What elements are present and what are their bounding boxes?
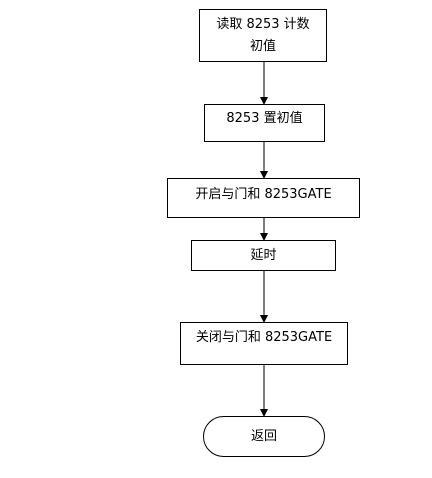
step-open-gate-box: 开启与门和 8253GATE: [167, 178, 360, 218]
step-close-gate-label: 关闭与门和 8253GATE: [195, 329, 333, 345]
step-close-gate-box: 关闭与门和 8253GATE: [180, 322, 348, 365]
step-open-gate-label: 开启与门和 8253GATE: [195, 187, 332, 202]
terminator-return: 返回: [203, 416, 325, 457]
step-delay-box: 延时: [191, 240, 336, 271]
step-read-count-box: 读取 8253 计数初值: [199, 9, 327, 62]
terminator-return-label: 返回: [250, 428, 277, 444]
step-delay-label: 延时: [250, 247, 277, 263]
step-set-initial-box: 8253 置初值: [204, 104, 325, 142]
step-read-count-label: 读取 8253 计数初值: [216, 16, 310, 54]
step-set-initial-label: 8253 置初值: [226, 111, 303, 126]
